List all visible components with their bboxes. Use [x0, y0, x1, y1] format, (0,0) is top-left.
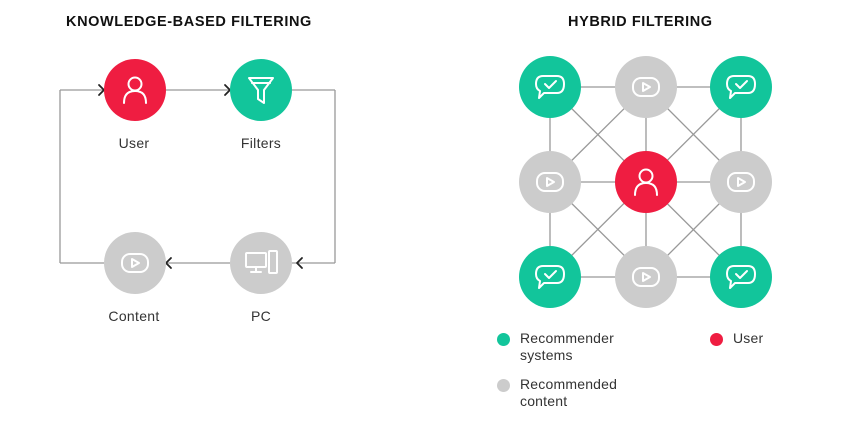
- content-node: [710, 151, 772, 213]
- play-icon: [632, 267, 660, 287]
- user-node: [104, 59, 166, 121]
- recommender-node: [710, 56, 772, 118]
- diagram-nodes: [104, 56, 772, 308]
- devices-icon: [245, 250, 278, 274]
- content-node-circle: [519, 151, 581, 213]
- recommender-node: [710, 246, 772, 308]
- content-node: [615, 246, 677, 308]
- legend-recommender-label: Recommender systems: [520, 330, 615, 363]
- content-node: [104, 232, 166, 294]
- content-node-label: Content: [108, 308, 160, 324]
- legend-recommender-dot: [497, 333, 510, 346]
- play-icon: [727, 172, 755, 192]
- pc-node-circle: [230, 232, 292, 294]
- play-icon: [632, 77, 660, 97]
- content-node-circle: [710, 151, 772, 213]
- knowledge-based-title: KNOWLEDGE-BASED FILTERING: [66, 14, 312, 30]
- hybrid-filtering-title: HYBRID FILTERING: [568, 14, 713, 30]
- legend-user: User: [710, 330, 845, 347]
- legend-content: Recommended content: [497, 376, 650, 410]
- chat-check-icon: [535, 265, 565, 289]
- play-icon: [536, 172, 564, 192]
- content-node-circle: [615, 56, 677, 118]
- pc-node-label: PC: [250, 308, 272, 324]
- legend-content-label: Recommended content: [520, 376, 618, 409]
- play-icon: [121, 253, 149, 273]
- chat-check-icon: [535, 75, 565, 99]
- legend-user-label: User: [733, 330, 764, 346]
- pc-node: [230, 232, 292, 294]
- chat-check-icon: [726, 265, 756, 289]
- user-icon: [634, 168, 658, 196]
- filters-node: [230, 59, 292, 121]
- content-node-circle: [615, 246, 677, 308]
- filter-icon: [248, 77, 274, 104]
- arrow-into-pc: [296, 257, 303, 269]
- legend-user-dot: [710, 333, 723, 346]
- user-icon: [123, 76, 147, 104]
- content-node: [519, 151, 581, 213]
- filters-node-circle: [230, 59, 292, 121]
- chat-check-icon: [726, 75, 756, 99]
- recommender-node: [519, 56, 581, 118]
- content-node: [615, 56, 677, 118]
- user-node-label: User: [118, 135, 150, 151]
- filters-node-label: Filters: [240, 135, 282, 151]
- hybrid-user-node: [615, 151, 677, 213]
- legend-recommender: Recommender systems: [497, 330, 650, 364]
- legend-content-dot: [497, 379, 510, 392]
- content-node-circle: [104, 232, 166, 294]
- recommender-node: [519, 246, 581, 308]
